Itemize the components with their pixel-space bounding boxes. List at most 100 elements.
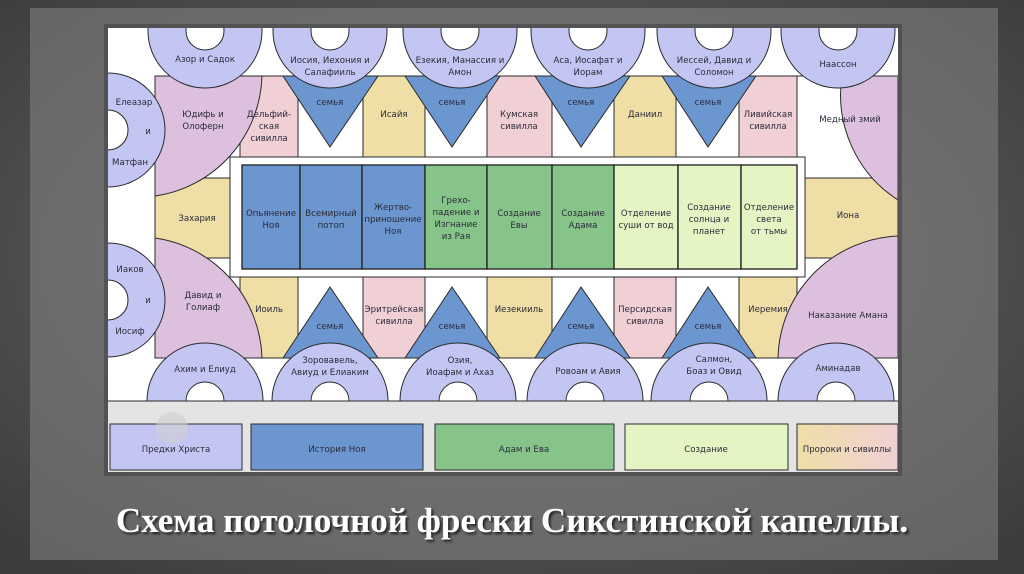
lunette-holes: [108, 28, 858, 402]
panel-label: Жертво-: [374, 203, 412, 213]
panel-label: Отделение: [621, 209, 671, 219]
corner-label: Юдифь и: [182, 110, 224, 120]
family-label: семья: [695, 98, 722, 108]
lunette-label: и: [145, 296, 151, 306]
lunette-top: [147, 28, 263, 89]
top-row-label: Ливийская: [744, 110, 793, 120]
lunette-left-bottom: [108, 242, 166, 358]
legend-label: Адам и Ева: [499, 445, 549, 455]
lunette-label: Матфан: [112, 158, 148, 168]
lunette-left-top: [108, 72, 166, 188]
lunette-label: Иессей, Давид и: [677, 56, 751, 66]
corner-judith: [154, 75, 263, 197]
panel-label: Евы: [510, 221, 527, 231]
lunette-label: Елеазар: [116, 98, 153, 108]
panel-creation-adam: [551, 164, 615, 270]
panel-label: от тьмы: [751, 227, 788, 237]
panel-label: Создание: [687, 203, 731, 213]
family-label: семья: [439, 322, 466, 332]
panel-label: Адама: [569, 221, 598, 231]
family-label: семья: [568, 98, 595, 108]
lunette-label: Ахим и Елиуд: [174, 365, 236, 375]
panel-label: Опьянение: [246, 209, 296, 219]
panel-light-darkness: [740, 164, 798, 270]
panel-label: суши от вод: [618, 221, 673, 231]
lunette-top: [656, 28, 772, 89]
corner-label: Голиаф: [186, 303, 220, 313]
lunette-bottom: [526, 342, 644, 402]
panel-separation-land-water: [613, 164, 679, 270]
legend-noah: [250, 423, 424, 471]
panel-label: Всемирный: [305, 209, 356, 219]
top-row-label: ская: [259, 122, 279, 132]
sibyl-cumaean: [486, 75, 553, 158]
corner-haman: [777, 235, 898, 359]
sibyl-persian: [613, 276, 677, 359]
bottom-row-label: Иеремия: [748, 305, 788, 315]
lunette-bottom: [777, 342, 895, 402]
lunette-bottom: [650, 342, 768, 402]
lunette-bottom: [271, 342, 389, 402]
lunette-top: [530, 28, 646, 89]
lunette-bottom: [399, 342, 517, 402]
panel-label: Создание: [497, 209, 541, 219]
lunette-label: Иосиф: [115, 327, 144, 337]
panel-creation-eve: [486, 164, 553, 270]
panel-label: Отделение: [744, 203, 794, 213]
top-row-label: Дельфий-: [247, 110, 291, 120]
legend-label: Создание: [684, 445, 728, 455]
lunette-label: Азор и Садок: [175, 55, 235, 65]
lunette-label: Боаз и Овид: [686, 367, 741, 377]
slide-title: Схема потолочной фрески Сикстинской капе…: [116, 501, 908, 540]
panel-label: Ноя: [263, 221, 280, 231]
corner-label: Давид и: [185, 291, 222, 301]
panel-label: из Рая: [442, 232, 471, 242]
top-row-label: сивилла: [500, 122, 537, 132]
lunette-label: Озия,: [448, 356, 473, 366]
lunette-label: Зоровавель,: [302, 356, 357, 366]
lunette-label: Авиуд и Елиаким: [291, 368, 369, 378]
legend-label: Предки Христа: [142, 445, 211, 455]
panel-label: приношение: [364, 215, 421, 225]
panel-drunkenness-noah: [241, 164, 301, 270]
watermark-logo: [156, 412, 188, 444]
lunette-label: Салмон,: [696, 355, 733, 365]
family-label: семья: [568, 322, 595, 332]
legend-creation: [624, 423, 789, 471]
prophet-ezekiel: [486, 276, 553, 359]
corner-label: Наказание Амана: [808, 311, 888, 321]
ceiling-diagram: [108, 28, 898, 472]
panel-label: падение и: [433, 208, 480, 218]
family-label: семья: [317, 322, 344, 332]
top-row-label: Кумская: [500, 110, 538, 120]
legend-label: Пророки и сивиллы: [803, 445, 892, 455]
bottom-row-label: Иезекииль: [495, 305, 544, 315]
bottom-row-label: сивилла: [375, 317, 412, 327]
sibyl-libyan: [738, 75, 798, 158]
panel-label: Грехо-: [441, 196, 470, 206]
panel-label: планет: [693, 227, 725, 237]
panel-fall: [424, 164, 488, 270]
lunette-label: Наассон: [819, 60, 856, 70]
lunette-label: Иорам: [574, 68, 603, 78]
lunette-label: Аса, Иосафат и: [554, 56, 623, 66]
family-label: семья: [695, 322, 722, 332]
lunette-label: Иосия, Иехония и: [290, 56, 369, 66]
family-label: семья: [317, 98, 344, 108]
panel-label: Создание: [561, 209, 605, 219]
lunette-label: Ровоам и Авия: [555, 367, 620, 377]
top-row-label: Исайя: [380, 110, 407, 120]
panel-flood: [299, 164, 363, 270]
top-row-label: сивилла: [749, 122, 786, 132]
bottom-row-label: Иоиль: [255, 305, 283, 315]
top-row-label: Даниил: [628, 110, 662, 120]
prophet-label: Иона: [837, 211, 860, 221]
panel-label: солнца и: [689, 215, 730, 225]
bottom-row-label: Эритрейская: [365, 305, 424, 315]
lunette-bottom: [146, 342, 264, 402]
lunette-label: Езекия, Манассия и: [416, 56, 505, 66]
legend-prophets-sibyls: [796, 423, 898, 471]
prophet-daniel: [613, 75, 677, 158]
panel-sacrifice-noah: [361, 164, 426, 270]
